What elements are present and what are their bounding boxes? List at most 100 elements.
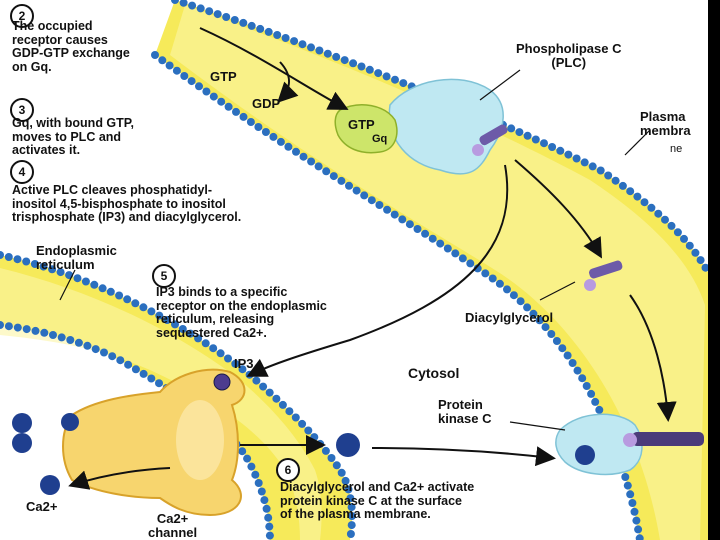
lipid-head	[587, 389, 596, 398]
lipid-head	[540, 139, 548, 148]
lipid-head	[680, 234, 688, 243]
lipid-head	[405, 220, 414, 229]
lipid-head	[247, 462, 256, 471]
lipid-head	[147, 307, 156, 316]
lipid-head	[541, 323, 550, 332]
lipid-head	[696, 256, 705, 265]
lipid-head	[209, 344, 218, 353]
lipid-head	[0, 321, 4, 329]
step-3-text: Gq, with bound GTP, moves to PLC and act…	[12, 116, 134, 157]
lipid-head	[391, 75, 399, 84]
lipid-head	[251, 470, 260, 479]
leader-plc	[479, 69, 521, 101]
lipid-head	[531, 135, 540, 144]
lipid-head	[348, 512, 356, 521]
lipid-head	[22, 257, 31, 266]
lipid-head	[458, 254, 467, 263]
lipid-head	[390, 210, 399, 219]
lipid-head	[329, 172, 338, 181]
lipid-head	[515, 128, 524, 137]
step-5-marker: 5	[152, 264, 176, 288]
lipid-head	[564, 150, 573, 159]
lipid-head	[595, 405, 604, 414]
lipid-head	[352, 186, 361, 195]
lipid-head	[49, 331, 57, 339]
lipid-head	[163, 316, 172, 324]
lipid-head	[115, 291, 124, 300]
lipid-head	[573, 366, 582, 375]
lipid-head	[108, 352, 117, 361]
lipid-head	[40, 328, 49, 337]
lipid-head	[269, 132, 278, 141]
lipid-head	[568, 359, 577, 367]
lipid-head	[341, 476, 350, 485]
lipid-head	[272, 394, 281, 403]
lipid-head	[131, 365, 140, 374]
lipid-head	[74, 338, 83, 347]
lipid-head	[481, 269, 490, 278]
lipid-head	[171, 0, 179, 4]
calcium-ions	[12, 413, 595, 495]
lipid-head	[216, 349, 225, 358]
label-gtp-in: GTP	[210, 69, 237, 84]
step-2-marker: 2	[10, 4, 34, 28]
lipid-head	[278, 400, 287, 409]
lipid-head	[31, 326, 40, 335]
lipid-head	[172, 66, 181, 75]
gq-protein	[334, 104, 398, 154]
lipid-head	[495, 279, 504, 288]
lipid-head	[246, 118, 255, 126]
lipid-head	[273, 31, 282, 39]
lipid-head	[180, 72, 189, 80]
step-4-text: Active PLC cleaves phosphatidyl- inosito…	[12, 183, 242, 224]
lipid-head	[201, 339, 210, 348]
lipid-head	[503, 285, 511, 294]
lipid-head	[81, 277, 90, 286]
er-inner-layer	[0, 268, 322, 540]
lipid-head	[321, 446, 330, 455]
lipid-head	[232, 107, 240, 116]
lipid-head	[623, 481, 632, 490]
lipid-head	[209, 92, 218, 101]
lipid-head	[367, 196, 376, 205]
lipid-head	[628, 499, 637, 507]
lipid-head	[626, 490, 635, 499]
lipid-head	[428, 234, 437, 243]
lipid-head	[349, 59, 358, 68]
lipid-head	[224, 102, 233, 111]
lipid-head	[413, 225, 422, 233]
label-diacylglycerol: Diacylglycerol	[465, 310, 554, 325]
lipid-head	[647, 203, 656, 212]
lipid-head	[398, 215, 407, 224]
lipid-head	[98, 284, 107, 293]
lipid-head	[621, 473, 630, 481]
lipid-head	[516, 297, 525, 306]
step-6-text: Diacylglycerol and Ca2+ activate protein…	[280, 480, 475, 521]
lipid-head	[604, 171, 613, 180]
leader-pkc	[509, 421, 566, 431]
arrow-gtp-gdp-exchange	[277, 61, 299, 103]
lipid-head	[529, 309, 538, 318]
lipid-head	[265, 531, 274, 540]
lipid-head	[582, 382, 591, 390]
lipid-head	[634, 525, 643, 534]
lipid-head	[632, 516, 641, 525]
lipid-head	[139, 369, 148, 378]
label-plasma-membrane: Plasma membra	[640, 109, 691, 138]
lipid-head	[264, 513, 273, 522]
lipid-head	[151, 51, 159, 59]
lipid-head	[247, 21, 256, 30]
lipid-head	[630, 507, 639, 516]
lipid-head	[314, 162, 323, 171]
lipid-head	[39, 262, 48, 271]
lipid-head	[346, 530, 355, 538]
lipid-head	[4, 253, 13, 261]
lipid-head	[563, 351, 572, 360]
lipid-head	[195, 82, 203, 91]
lipid-head	[673, 228, 682, 237]
lipid-head	[165, 61, 174, 70]
lipid-head	[340, 56, 349, 65]
lipid-head	[265, 388, 274, 397]
lipid-head	[194, 334, 203, 343]
lipid-head	[188, 1, 197, 10]
